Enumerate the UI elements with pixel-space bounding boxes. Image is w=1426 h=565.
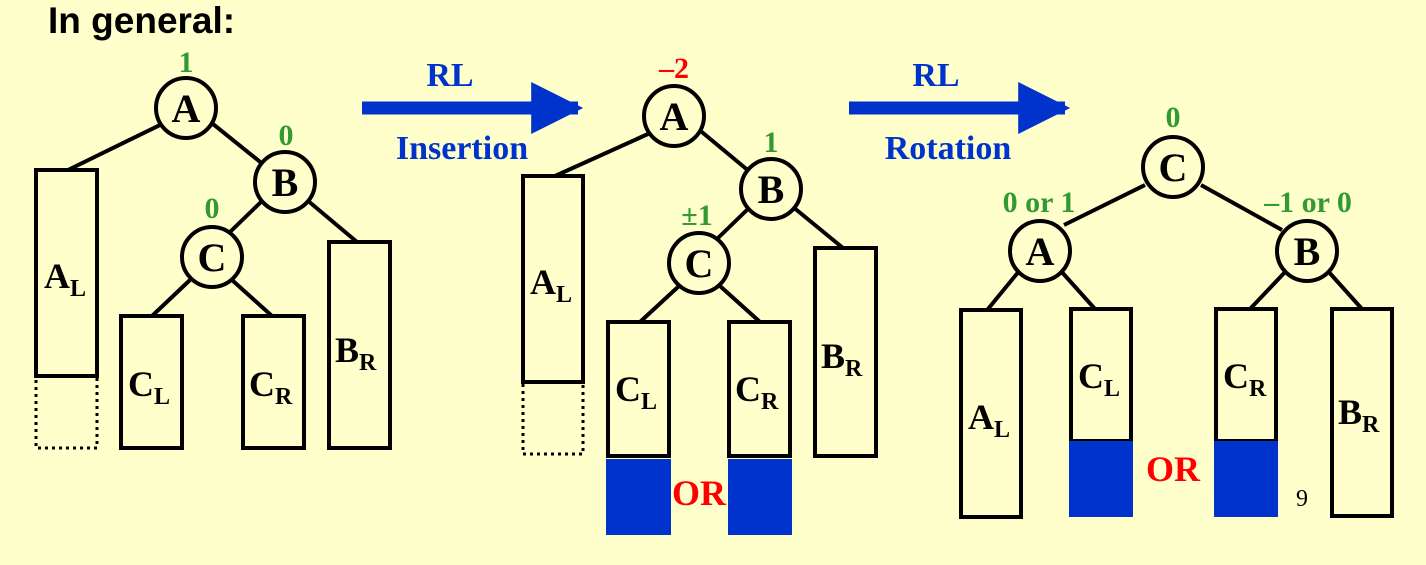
inserted-node-block-left — [606, 459, 671, 535]
node-b — [739, 157, 803, 221]
arrow-insertion-bottom-label: Insertion — [396, 130, 528, 167]
tree-before-insertion: AL CL CR BR A B C 1 0 0 — [34, 46, 392, 450]
node-b — [1275, 219, 1339, 283]
edge-c-cr — [718, 284, 762, 324]
subtree-br — [327, 240, 392, 450]
subtree-cl-label: CL — [128, 364, 170, 410]
edge-b-br — [1325, 268, 1364, 311]
edge-b-c — [716, 205, 752, 240]
edge-a-al — [67, 123, 161, 172]
subtree-br — [813, 246, 878, 458]
node-a — [642, 84, 706, 148]
node-a-label: A — [172, 86, 201, 131]
balance-b: 1 — [764, 126, 779, 159]
subtree-al-label: AL — [530, 262, 572, 308]
tree-after-insertion: OR AL CL CR BR A B C –2 1 ±1 — [521, 52, 878, 535]
node-a-label: A — [1026, 229, 1055, 274]
edge-c-cr — [230, 278, 274, 318]
subtree-cr — [1214, 307, 1278, 443]
edge-a-b — [695, 126, 752, 174]
inserted-node-block-right — [728, 459, 792, 535]
node-c — [180, 225, 244, 289]
arrow-rl-insertion: RL Insertion — [362, 57, 584, 167]
edge-a-b — [206, 118, 266, 167]
inserted-node-block-right — [1214, 441, 1278, 517]
balance-b: –1 or 0 — [1263, 186, 1352, 219]
subtree-cl-label: CL — [1078, 356, 1120, 402]
subtree-cl — [119, 314, 184, 450]
edge-c-b — [1200, 183, 1283, 232]
subtree-cr — [241, 314, 306, 450]
subtree-cr-label: CR — [1223, 356, 1267, 402]
edge-b-br — [791, 205, 845, 250]
subtree-al-dotted-extension — [34, 374, 99, 450]
edge-b-cr — [1248, 268, 1289, 311]
arrow-rl-rotation: RL Rotation — [849, 57, 1071, 167]
node-a — [154, 76, 218, 140]
page-number: 9 — [1296, 486, 1308, 512]
edge-b-c — [228, 198, 265, 234]
subtree-br-label: BR — [1338, 392, 1380, 438]
edge-c-a — [1063, 183, 1146, 227]
subtree-cr-label: CR — [249, 364, 293, 410]
node-a-label: A — [660, 94, 689, 139]
node-c-label: C — [1159, 145, 1188, 190]
node-b — [253, 150, 317, 214]
tree-after-rotation: OR AL CL CR BR C A B 0 0 or 1 –1 or 0 — [959, 101, 1394, 519]
node-b-label: B — [272, 160, 299, 205]
node-c — [1141, 135, 1205, 199]
or-label: OR — [672, 473, 727, 513]
subtree-al-label: AL — [968, 397, 1010, 443]
arrow-rotation-bottom-label: Rotation — [885, 130, 1012, 167]
node-c-label: C — [198, 235, 227, 280]
subtree-al-dotted-extension — [521, 380, 585, 456]
arrow-insertion-top-label: RL — [426, 57, 473, 94]
edge-a-al — [986, 268, 1022, 311]
edge-c-cl — [150, 278, 192, 318]
subtree-br-label: BR — [335, 330, 377, 376]
subtree-al — [959, 308, 1023, 519]
subtree-al-label: AL — [44, 256, 86, 302]
edge-a-cl — [1058, 268, 1097, 311]
subtree-br — [1330, 307, 1394, 518]
subtree-br-label: BR — [821, 336, 863, 382]
node-a — [1008, 219, 1072, 283]
balance-c: ±1 — [681, 199, 712, 232]
subtree-al — [521, 174, 585, 384]
node-b-label: B — [758, 167, 785, 212]
balance-a: –2 — [658, 52, 689, 85]
subtree-cl-label: CL — [615, 369, 657, 415]
balance-a: 1 — [179, 46, 194, 79]
slide-title: In general: — [48, 0, 235, 41]
balance-c: 0 — [205, 192, 220, 225]
node-c-label: C — [685, 241, 714, 286]
edge-b-br — [305, 198, 359, 244]
edge-c-cl — [638, 284, 681, 324]
subtree-cl — [606, 320, 671, 458]
balance-a: 0 or 1 — [1003, 186, 1076, 219]
balance-c: 0 — [1166, 101, 1181, 134]
arrow-rotation-top-label: RL — [912, 57, 959, 94]
edge-a-al — [554, 132, 649, 178]
node-b-label: B — [1294, 229, 1321, 274]
node-c — [667, 231, 731, 295]
inserted-node-block-left — [1069, 441, 1133, 517]
subtree-cr — [727, 320, 792, 458]
balance-b: 0 — [279, 119, 294, 152]
subtree-cr-label: CR — [735, 369, 779, 415]
or-label: OR — [1146, 449, 1201, 489]
